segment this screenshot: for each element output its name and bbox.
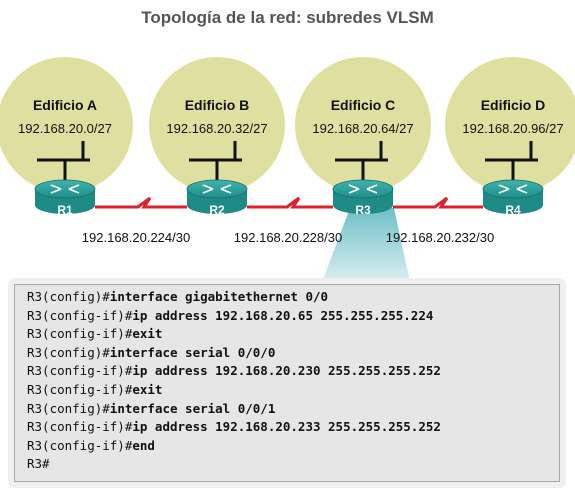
- lan-switch-3: [335, 141, 388, 182]
- cli-prompt: R3(config-if)#: [27, 437, 133, 453]
- building-name: Edificio C: [331, 97, 396, 113]
- lan-switch-1: [37, 141, 90, 182]
- cli-command: interface serial 0/0/1: [109, 400, 276, 416]
- cli-line: R3#: [27, 455, 559, 474]
- cli-line: R3(config)#interface serial 0/0/1: [27, 400, 559, 419]
- router-label: R3: [355, 203, 371, 217]
- link-subnet-label: 192.168.20.224/30: [82, 230, 190, 245]
- cli-prompt: R3(config-if)#: [27, 419, 133, 435]
- cli-console: R3(config)#interface gigabitethernet 0/0…: [8, 278, 566, 488]
- cli-command: ip address 192.168.20.230 255.255.255.25…: [132, 363, 441, 379]
- router-label: R4: [505, 203, 521, 217]
- cli-prompt: R3(config)#: [27, 344, 110, 360]
- building-circle-1: [0, 57, 133, 193]
- router-label: R2: [209, 203, 225, 217]
- router-r1-icon: R1: [34, 179, 96, 217]
- cli-prompt: R3(config-if)#: [27, 307, 133, 323]
- router-label: R1: [57, 203, 73, 217]
- cli-line: R3(config-if)#ip address 192.168.20.233 …: [27, 418, 559, 437]
- building-subnet: 192.168.20.0/27: [18, 121, 112, 136]
- cli-command: ip address 192.168.20.233 255.255.255.25…: [132, 419, 441, 435]
- cli-prompt: R3(config-if)#: [27, 363, 133, 379]
- link-subnet-label: 192.168.20.228/30: [234, 230, 342, 245]
- cli-prompt: R3(config-if)#: [27, 381, 133, 397]
- link-subnet-label: 192.168.20.232/30: [386, 230, 494, 245]
- building-circle-4: [445, 57, 575, 193]
- serial-link-2: [247, 196, 333, 209]
- cli-command: end: [132, 437, 155, 453]
- router-r2-icon: R2: [186, 179, 248, 217]
- serial-link-3: [393, 196, 483, 209]
- building-subnet: 192.168.20.32/27: [166, 121, 267, 136]
- building-subnet: 192.168.20.64/27: [312, 121, 413, 136]
- building-circle-3: [295, 57, 431, 193]
- cli-command: interface gigabitethernet 0/0: [109, 289, 329, 304]
- building-name: Edificio B: [185, 97, 250, 113]
- cli-line: R3(config-if)#end: [27, 437, 559, 456]
- cli-line: R3(config)#interface gigabitethernet 0/0: [27, 288, 559, 307]
- router-r3-icon: R3: [332, 179, 394, 217]
- cli-command: interface serial 0/0/0: [109, 344, 276, 360]
- building-name: Edificio A: [33, 97, 97, 113]
- page-title: Topología de la red: subredes VLSM: [141, 8, 434, 27]
- cli-prompt: R3#: [27, 456, 50, 472]
- cli-command: exit: [132, 381, 163, 397]
- cli-output: R3(config)#interface gigabitethernet 0/0…: [14, 284, 560, 482]
- lan-switch-4: [485, 141, 538, 182]
- cli-line: R3(config-if)#ip address 192.168.20.65 2…: [27, 307, 559, 326]
- building-circle-2: [149, 57, 285, 193]
- cli-line: R3(config-if)#exit: [27, 325, 559, 344]
- cli-line: R3(config-if)#exit: [27, 381, 559, 400]
- cli-line: R3(config)#interface serial 0/0/0: [27, 344, 559, 363]
- building-subnet: 192.168.20.96/27: [462, 121, 563, 136]
- lan-switch-2: [189, 141, 242, 182]
- r3-callout: [322, 208, 410, 282]
- serial-link-1: [95, 196, 187, 209]
- cli-prompt: R3(config)#: [27, 400, 110, 416]
- cli-prompt: R3(config)#: [27, 289, 110, 304]
- cli-prompt: R3(config-if)#: [27, 326, 133, 342]
- cli-line: R3(config-if)#ip address 192.168.20.230 …: [27, 362, 559, 381]
- cli-command: ip address 192.168.20.65 255.255.255.224: [132, 307, 434, 323]
- router-r4-icon: R4: [482, 179, 544, 217]
- building-name: Edificio D: [481, 97, 546, 113]
- cli-command: exit: [132, 326, 163, 342]
